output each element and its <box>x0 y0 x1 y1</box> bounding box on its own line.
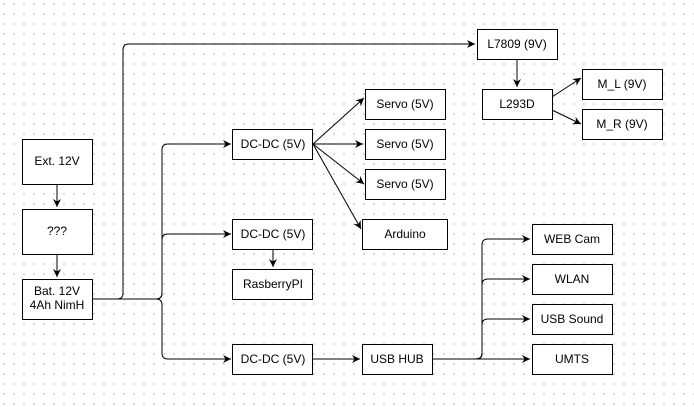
edge-usbhub-usbsound <box>475 315 530 360</box>
node-battery[interactable]: Bat. 12V 4Ah NimH <box>22 279 93 320</box>
edge-dcdc1-arduino <box>312 143 362 230</box>
node-unknown[interactable]: ??? <box>22 209 93 255</box>
node-label: L293D <box>499 97 535 111</box>
node-label: Ext. 12V <box>34 154 79 168</box>
node-label: Bat. 12V <box>34 284 80 298</box>
edge-dcdc1-servo1 <box>312 97 365 145</box>
edge-usbhub-webcam <box>432 235 530 360</box>
node-usb-sound[interactable]: USB Sound <box>532 304 613 335</box>
node-motor-left[interactable]: M_L (9V) <box>582 69 663 100</box>
edge-l293d-mr <box>551 109 582 125</box>
node-label: DC-DC (5V) <box>241 227 306 241</box>
node-label: DC-DC (5V) <box>241 352 306 366</box>
node-servo-3[interactable]: Servo (5V) <box>365 169 446 200</box>
node-label: Servo (5V) <box>376 97 433 111</box>
node-dcdc-2[interactable]: DC-DC (5V) <box>232 219 313 250</box>
node-usb-hub[interactable]: USB HUB <box>362 344 433 375</box>
node-label: ??? <box>47 224 67 238</box>
node-wlan[interactable]: WLAN <box>532 264 613 295</box>
node-label: 4Ah NimH <box>30 298 85 312</box>
edge-battery-dcdc3 <box>155 298 231 363</box>
node-servo-2[interactable]: Servo (5V) <box>365 129 446 160</box>
node-label: M_R (9V) <box>596 117 647 131</box>
node-label: Servo (5V) <box>376 177 433 191</box>
node-servo-1[interactable]: Servo (5V) <box>365 89 446 120</box>
node-l7809[interactable]: L7809 (9V) <box>477 29 558 60</box>
node-label: WLAN <box>555 272 590 286</box>
node-umts[interactable]: UMTS <box>532 344 613 375</box>
node-label: M_L (9V) <box>598 77 647 91</box>
edge-battery-dcdc2 <box>155 230 231 300</box>
node-label: USB HUB <box>370 352 423 366</box>
node-label: L7809 (9V) <box>487 37 546 51</box>
node-dcdc-1[interactable]: DC-DC (5V) <box>232 129 313 160</box>
node-label: USB Sound <box>541 312 604 326</box>
node-raspberrypi[interactable]: RasberryPI <box>232 269 313 300</box>
edge-l293d-ml <box>551 77 582 98</box>
node-dcdc-3[interactable]: DC-DC (5V) <box>232 344 313 375</box>
node-l293d[interactable]: L293D <box>482 89 553 120</box>
edge-dcdc1-servo3 <box>312 143 365 185</box>
node-label: DC-DC (5V) <box>241 137 306 151</box>
edges <box>53 40 582 363</box>
node-label: Servo (5V) <box>376 137 433 151</box>
node-ext-12v[interactable]: Ext. 12V <box>22 139 93 185</box>
node-motor-right[interactable]: M_R (9V) <box>582 109 663 140</box>
node-label: UMTS <box>555 352 589 366</box>
node-label: WEB Cam <box>544 232 600 246</box>
node-label: Arduino <box>384 227 426 241</box>
node-arduino[interactable]: Arduino <box>362 219 448 250</box>
node-label: RasberryPI <box>243 277 303 291</box>
node-webcam[interactable]: WEB Cam <box>532 224 613 255</box>
